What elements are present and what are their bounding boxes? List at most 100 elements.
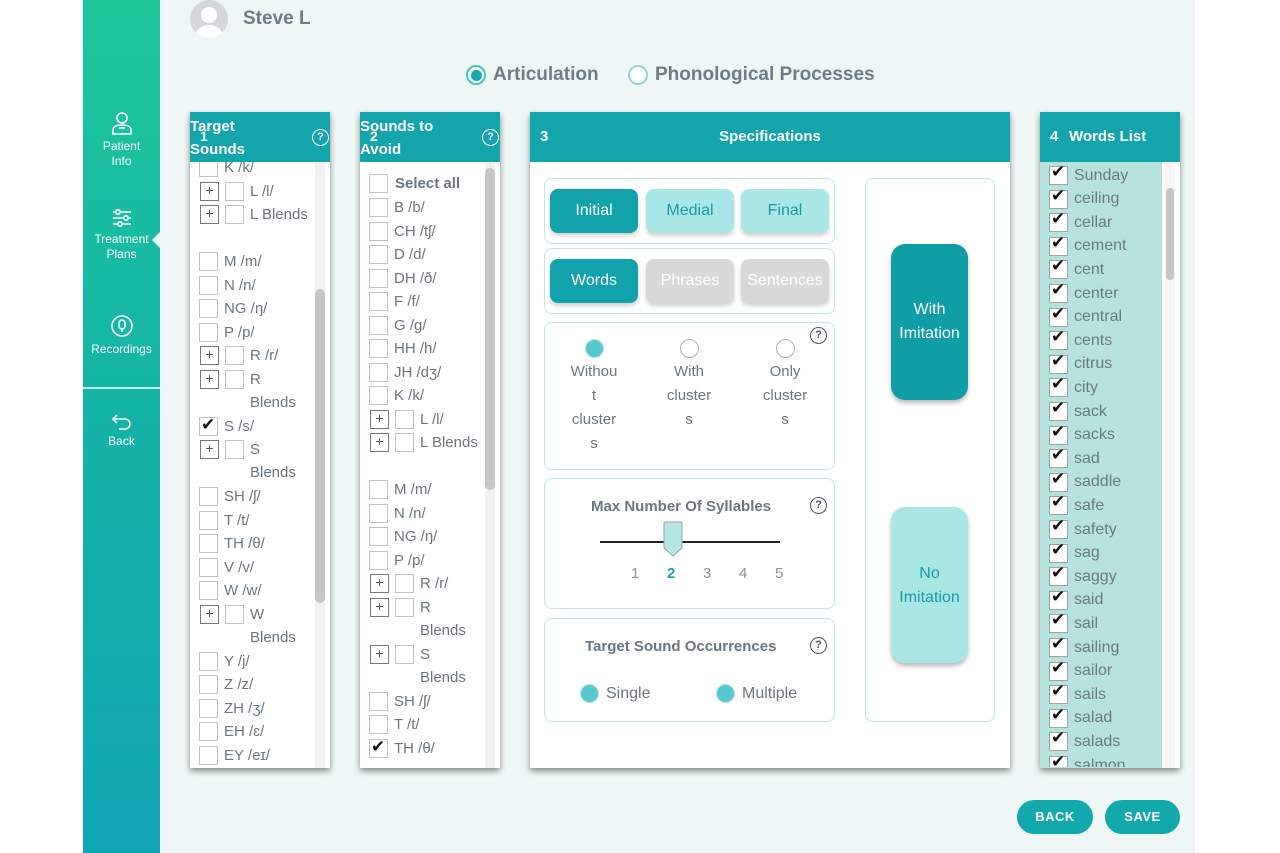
word-checkbox[interactable] xyxy=(1049,469,1068,492)
select-all-row[interactable]: Select all xyxy=(369,172,460,195)
word-item[interactable]: sailing xyxy=(1049,634,1119,659)
word-item[interactable]: sad xyxy=(1049,445,1100,470)
word-item[interactable]: citrus xyxy=(1049,351,1112,376)
scrollbar-thumb[interactable] xyxy=(1166,188,1174,280)
expand-icon[interactable]: + xyxy=(200,604,219,624)
sound-checkbox[interactable] xyxy=(369,503,388,523)
expand-icon[interactable]: + xyxy=(370,597,389,617)
word-item[interactable]: salads xyxy=(1049,728,1120,753)
sound-row[interactable]: HH /h/ xyxy=(369,337,437,360)
sound-checkbox[interactable] xyxy=(369,480,388,499)
help-icon[interactable]: ? xyxy=(810,497,827,514)
word-item[interactable]: central xyxy=(1049,304,1122,329)
sound-row[interactable]: T /t/ xyxy=(199,509,250,532)
expand-icon[interactable]: + xyxy=(200,440,219,459)
word-item[interactable]: sack xyxy=(1049,398,1107,423)
with-imitation-button[interactable]: With Imitation xyxy=(891,244,968,400)
sound-row[interactable]: TH /θ/ xyxy=(369,735,435,760)
sound-row[interactable]: Z /z/ xyxy=(199,673,253,696)
words-button[interactable]: Words xyxy=(550,259,638,303)
word-item[interactable]: sails xyxy=(1049,681,1106,706)
expand-icon[interactable]: + xyxy=(370,409,389,429)
word-checkbox[interactable] xyxy=(1049,327,1068,351)
word-item[interactable]: safety xyxy=(1049,516,1117,541)
sound-row[interactable]: EH /ɛ/ xyxy=(199,720,264,743)
help-icon[interactable]: ? xyxy=(810,327,827,344)
sound-checkbox[interactable] xyxy=(369,221,388,241)
sound-row[interactable]: ZH /ʒ/ xyxy=(199,697,265,720)
sound-row[interactable]: +L /l/ xyxy=(200,180,274,203)
sound-row[interactable]: +S Blends xyxy=(200,438,310,484)
sound-row[interactable]: D /d/ xyxy=(369,243,426,266)
sound-checkbox[interactable] xyxy=(225,181,244,201)
sound-checkbox[interactable] xyxy=(199,675,218,694)
single-option[interactable]: Single xyxy=(580,684,650,703)
radio-button[interactable] xyxy=(775,339,795,358)
sound-checkbox[interactable] xyxy=(199,557,218,577)
sound-row[interactable]: N /n/ xyxy=(199,274,256,297)
word-checkbox[interactable] xyxy=(1049,587,1068,610)
final-button[interactable]: Final xyxy=(741,189,829,233)
syllable-tick[interactable]: 5 xyxy=(775,565,784,582)
expand-icon[interactable]: + xyxy=(200,346,219,365)
word-checkbox[interactable] xyxy=(1049,398,1068,421)
scrollbar-thumb[interactable] xyxy=(315,289,325,603)
sound-row[interactable]: +L Blends xyxy=(200,203,310,226)
sound-checkbox[interactable] xyxy=(369,715,388,734)
sound-checkbox[interactable] xyxy=(369,292,388,311)
expand-icon[interactable]: + xyxy=(370,574,389,593)
sound-checkbox[interactable] xyxy=(395,574,414,593)
sound-row[interactable]: K /k/ xyxy=(199,162,254,179)
word-checkbox[interactable] xyxy=(1049,280,1068,303)
sound-row[interactable]: +R Blends xyxy=(370,596,480,642)
with-clusters-option[interactable]: With cluster s xyxy=(654,339,724,432)
sidebar-item-treatment-plans[interactable]: Treatment Plans xyxy=(83,208,160,262)
word-checkbox[interactable] xyxy=(1049,374,1068,398)
word-item[interactable]: cement xyxy=(1049,233,1126,258)
sound-row[interactable]: SH /ʃ/ xyxy=(199,485,261,508)
word-checkbox[interactable] xyxy=(1049,705,1068,728)
back-button[interactable]: BACK xyxy=(1017,800,1093,834)
sound-row[interactable]: NG /ŋ/ xyxy=(369,525,437,548)
word-item[interactable]: center xyxy=(1049,280,1118,305)
sound-checkbox[interactable] xyxy=(199,745,218,765)
sound-row[interactable]: B /b/ xyxy=(369,196,425,219)
no-imitation-button[interactable]: No Imitation xyxy=(891,507,968,663)
sound-row[interactable]: DH /ð/ xyxy=(369,267,437,290)
without-clusters-option[interactable]: Withou t cluster s xyxy=(559,339,629,456)
medial-button[interactable]: Medial xyxy=(646,189,734,233)
sound-row[interactable]: M /m/ xyxy=(369,478,432,501)
sound-checkbox[interactable] xyxy=(199,510,218,530)
sound-row[interactable]: N /n/ xyxy=(369,502,426,525)
word-item[interactable]: sail xyxy=(1049,610,1098,635)
radio-button[interactable] xyxy=(466,65,486,85)
word-item[interactable]: sag xyxy=(1049,540,1100,565)
sound-row[interactable]: +S Blends xyxy=(370,643,480,689)
syllable-tick[interactable]: 4 xyxy=(739,565,748,582)
word-checkbox[interactable] xyxy=(1049,492,1068,516)
sound-row[interactable]: TH /θ/ xyxy=(199,532,265,555)
word-checkbox[interactable] xyxy=(1049,516,1068,539)
word-item[interactable]: Sunday xyxy=(1049,162,1128,187)
help-icon[interactable]: ? xyxy=(482,129,499,146)
word-item[interactable]: salmon xyxy=(1049,752,1126,767)
sound-checkbox[interactable] xyxy=(199,487,218,506)
sound-checkbox[interactable] xyxy=(369,691,388,711)
sidebar-item-back[interactable]: Back xyxy=(83,412,160,449)
sound-checkbox[interactable] xyxy=(395,644,414,664)
sound-checkbox[interactable] xyxy=(225,369,244,389)
word-checkbox[interactable] xyxy=(1049,304,1068,327)
sound-checkbox[interactable] xyxy=(369,315,388,335)
sound-checkbox[interactable] xyxy=(395,597,414,617)
sound-row[interactable]: JH /dʒ/ xyxy=(369,361,441,384)
sound-row[interactable]: CH /tʃ/ xyxy=(369,220,436,243)
sound-checkbox[interactable] xyxy=(225,604,244,624)
sound-row[interactable]: G /g/ xyxy=(369,314,427,337)
sound-checkbox[interactable] xyxy=(199,651,218,671)
initial-button[interactable]: Initial xyxy=(550,189,638,233)
sidebar-item-recordings[interactable]: Recordings xyxy=(83,314,160,357)
sound-checkbox[interactable] xyxy=(199,322,218,342)
word-checkbox[interactable] xyxy=(1049,752,1068,767)
word-checkbox[interactable] xyxy=(1049,658,1068,681)
